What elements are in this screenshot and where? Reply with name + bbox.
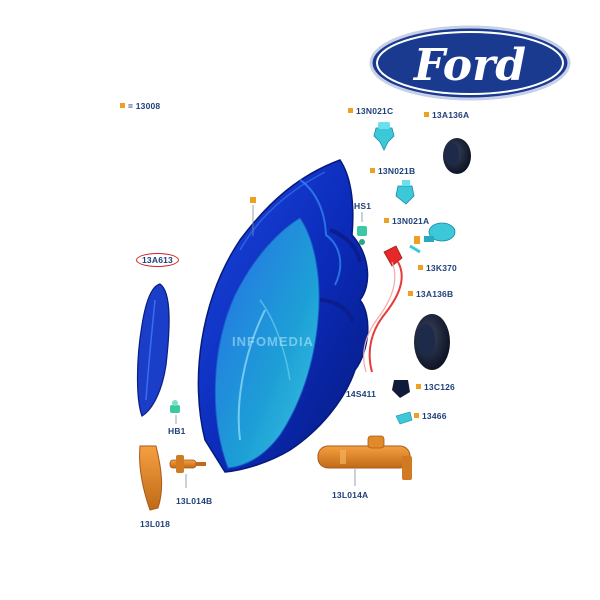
- part-HB1-bulb: [170, 400, 180, 424]
- legend-text: = 13008: [128, 101, 161, 111]
- label-13C126: 13C126: [416, 382, 455, 392]
- part-13L014B-nozzle: [169, 455, 206, 488]
- part-HS1-bulb: [357, 212, 367, 245]
- label-13L018: 13L018: [140, 519, 171, 529]
- part-13N021A-bulb: [424, 222, 456, 242]
- label-13N021A: 13N021A: [384, 216, 429, 226]
- part-13L018-reflector: [139, 445, 163, 511]
- ford-logo: Ford: [369, 25, 571, 101]
- label-13A136B: 13A136B: [408, 289, 453, 299]
- label-HS1: HS1: [354, 201, 372, 211]
- part-13C126-grommet: [392, 380, 410, 398]
- headlamp-lens: [214, 217, 320, 469]
- part-13A136A-cap: [443, 138, 471, 174]
- part-13N021B-socket: [395, 180, 415, 205]
- watermark-text: INFOMEDIA: [232, 334, 314, 349]
- part-13K370-connector: [409, 236, 421, 254]
- part-13N021C-socket: [373, 122, 395, 151]
- ford-logo-text: Ford: [412, 40, 526, 91]
- part-13466-clip: [395, 411, 413, 425]
- part-13A613-bezel: [136, 283, 170, 417]
- part-13L014A-pump: [317, 435, 412, 486]
- part-13A136B-cap: [414, 314, 450, 370]
- label-13L014B: 13L014B: [176, 496, 213, 506]
- part-14S411-harness: [363, 245, 403, 373]
- label-13N021C: 13N021C: [348, 106, 393, 116]
- label-13A136A: 13A136A: [424, 110, 469, 120]
- label-14S411: 14S411: [346, 389, 377, 399]
- label-13K370: 13K370: [418, 263, 457, 273]
- label-13N021B: 13N021B: [370, 166, 415, 176]
- legend-marker: [120, 103, 125, 109]
- label-13466: 13466: [414, 411, 447, 421]
- highlight-circle: 13A613: [136, 253, 179, 267]
- label-13L014A: 13L014A: [332, 490, 369, 500]
- label-HB1: HB1: [168, 426, 186, 436]
- legend: = 13008: [120, 101, 160, 111]
- label-13A613: 13A613: [136, 253, 179, 267]
- housing-marker: [250, 197, 256, 203]
